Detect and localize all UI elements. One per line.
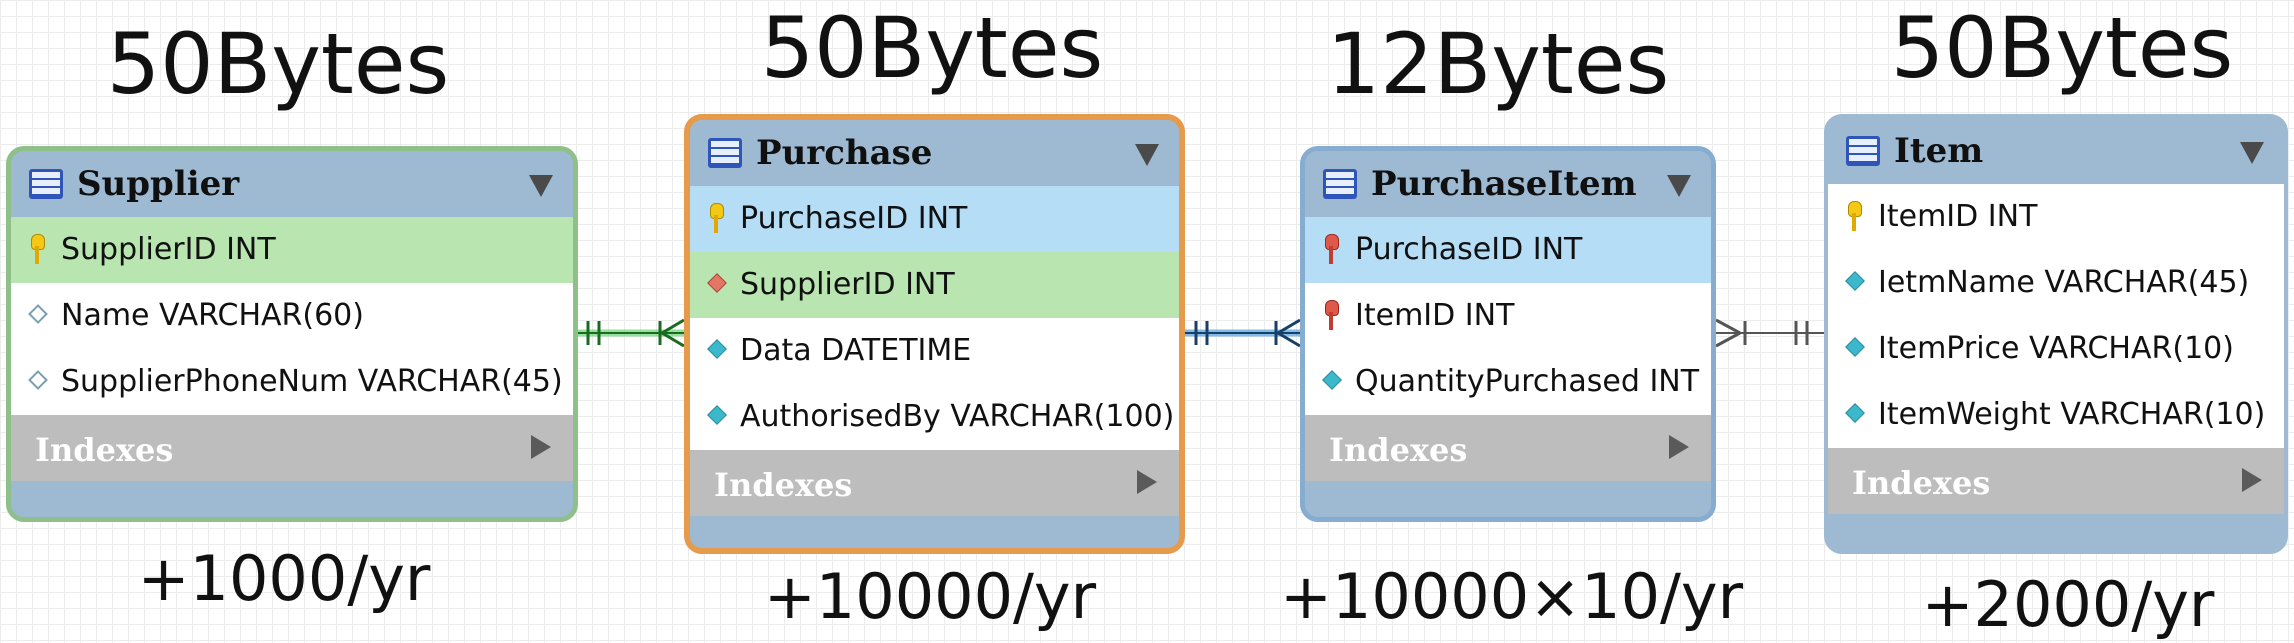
foreign-primary-key-icon xyxy=(1323,234,1339,266)
column-label: AuthorisedBy VARCHAR(100) xyxy=(740,399,1175,434)
expand-arrow-icon[interactable] xyxy=(2242,468,2262,492)
primary-key-icon xyxy=(708,203,724,235)
column-row[interactable]: ItemPrice VARCHAR(10) xyxy=(1828,316,2284,382)
column-list: PurchaseID INT SupplierID INT Data DATET… xyxy=(690,186,1179,450)
column-row[interactable]: Name VARCHAR(60) xyxy=(11,283,573,349)
indexes-section[interactable]: Indexes xyxy=(11,415,573,481)
column-label: SupplierPhoneNum VARCHAR(45) xyxy=(61,364,563,399)
entity-header[interactable]: Supplier xyxy=(11,151,573,217)
column-diamond-icon xyxy=(707,339,727,359)
hollow-diamond-icon xyxy=(28,370,48,390)
entity-title: Purchase xyxy=(756,133,933,173)
indexes-section[interactable]: Indexes xyxy=(1305,415,1711,481)
column-diamond-icon xyxy=(707,405,727,425)
column-label: SupplierID INT xyxy=(61,232,276,267)
column-row[interactable]: Data DATETIME xyxy=(690,318,1179,384)
column-list: SupplierID INT Name VARCHAR(60) Supplier… xyxy=(11,217,573,415)
entity-footer xyxy=(1828,514,2284,544)
foreign-key-diamond-icon xyxy=(707,273,727,293)
entity-footer xyxy=(11,481,573,511)
column-diamond-icon xyxy=(1845,337,1865,357)
column-row[interactable]: AuthorisedBy VARCHAR(100) xyxy=(690,384,1179,450)
column-row[interactable]: ItemID INT xyxy=(1305,283,1711,349)
item-growth-label: +2000/yr xyxy=(1921,568,2215,641)
primary-key-icon xyxy=(29,234,45,266)
column-row[interactable]: ItemID INT xyxy=(1828,184,2284,250)
column-row[interactable]: ItemWeight VARCHAR(10) xyxy=(1828,382,2284,448)
hollow-diamond-icon xyxy=(28,304,48,324)
entity-header[interactable]: PurchaseItem xyxy=(1305,151,1711,217)
column-label: Data DATETIME xyxy=(740,333,972,368)
table-icon xyxy=(708,138,742,168)
column-row[interactable]: SupplierID INT xyxy=(690,252,1179,318)
entity-title: Item xyxy=(1894,131,1984,171)
supplier-size-label: 50Bytes xyxy=(106,15,450,113)
collapse-arrow-icon[interactable] xyxy=(1135,144,1159,166)
column-row[interactable]: PurchaseID INT xyxy=(1305,217,1711,283)
purchaseitem-growth-label: +10000×10/yr xyxy=(1280,560,1744,633)
purchase-size-label: 50Bytes xyxy=(760,0,1104,97)
relationship-supplier-purchase[interactable] xyxy=(578,318,685,348)
item-size-label: 50Bytes xyxy=(1890,0,2234,97)
foreign-primary-key-icon xyxy=(1323,300,1339,332)
purchaseitem-size-label: 12Bytes xyxy=(1326,15,1670,113)
indexes-label: Indexes xyxy=(1329,431,1468,469)
table-icon xyxy=(1846,136,1880,166)
column-label: ItemID INT xyxy=(1878,199,2038,234)
expand-arrow-icon[interactable] xyxy=(531,435,551,459)
column-diamond-icon xyxy=(1845,271,1865,291)
column-label: ItemWeight VARCHAR(10) xyxy=(1878,397,2266,432)
collapse-arrow-icon[interactable] xyxy=(2240,142,2264,164)
column-label: PurchaseID INT xyxy=(740,201,968,236)
column-row[interactable]: PurchaseID INT xyxy=(690,186,1179,252)
column-label: PurchaseID INT xyxy=(1355,232,1583,267)
entity-header[interactable]: Purchase xyxy=(690,120,1179,186)
indexes-label: Indexes xyxy=(35,431,174,469)
relationship-purchase-purchaseitem[interactable] xyxy=(1185,318,1301,348)
column-diamond-icon xyxy=(1322,370,1342,390)
column-label: ItemPrice VARCHAR(10) xyxy=(1878,331,2234,366)
supplier-growth-label: +1000/yr xyxy=(137,542,431,615)
column-label: Name VARCHAR(60) xyxy=(61,298,364,333)
expand-arrow-icon[interactable] xyxy=(1669,435,1689,459)
indexes-label: Indexes xyxy=(714,466,853,504)
collapse-arrow-icon[interactable] xyxy=(1667,175,1691,197)
indexes-section[interactable]: Indexes xyxy=(1828,448,2284,514)
entity-item[interactable]: Item ItemID INT IetmName VARCHAR(45) Ite… xyxy=(1824,114,2288,554)
column-row[interactable]: SupplierID INT xyxy=(11,217,573,283)
entity-footer xyxy=(1305,481,1711,511)
indexes-section[interactable]: Indexes xyxy=(690,450,1179,516)
column-label: SupplierID INT xyxy=(740,267,955,302)
entity-footer xyxy=(690,516,1179,546)
column-list: PurchaseID INT ItemID INT QuantityPurcha… xyxy=(1305,217,1711,415)
entity-title: Supplier xyxy=(77,164,240,204)
primary-key-icon xyxy=(1846,201,1862,233)
column-row[interactable]: SupplierPhoneNum VARCHAR(45) xyxy=(11,349,573,415)
table-icon xyxy=(29,169,63,199)
collapse-arrow-icon[interactable] xyxy=(529,175,553,197)
indexes-label: Indexes xyxy=(1852,464,1991,502)
column-row[interactable]: QuantityPurchased INT xyxy=(1305,349,1711,415)
relationship-purchaseitem-item[interactable] xyxy=(1715,318,1824,348)
column-label: QuantityPurchased INT xyxy=(1355,364,1700,399)
column-row[interactable]: IetmName VARCHAR(45) xyxy=(1828,250,2284,316)
expand-arrow-icon[interactable] xyxy=(1137,470,1157,494)
column-label: ItemID INT xyxy=(1355,298,1515,333)
entity-purchase[interactable]: Purchase PurchaseID INT SupplierID INT D… xyxy=(684,114,1185,554)
column-label: IetmName VARCHAR(45) xyxy=(1878,265,2250,300)
entity-title: PurchaseItem xyxy=(1371,164,1637,204)
table-icon xyxy=(1323,169,1357,199)
purchase-growth-label: +10000/yr xyxy=(763,560,1097,633)
entity-header[interactable]: Item xyxy=(1828,118,2284,184)
column-diamond-icon xyxy=(1845,403,1865,423)
entity-supplier[interactable]: Supplier SupplierID INT Name VARCHAR(60)… xyxy=(6,146,578,522)
column-list: ItemID INT IetmName VARCHAR(45) ItemPric… xyxy=(1828,184,2284,448)
entity-purchaseitem[interactable]: PurchaseItem PurchaseID INT ItemID INT Q… xyxy=(1300,146,1716,522)
